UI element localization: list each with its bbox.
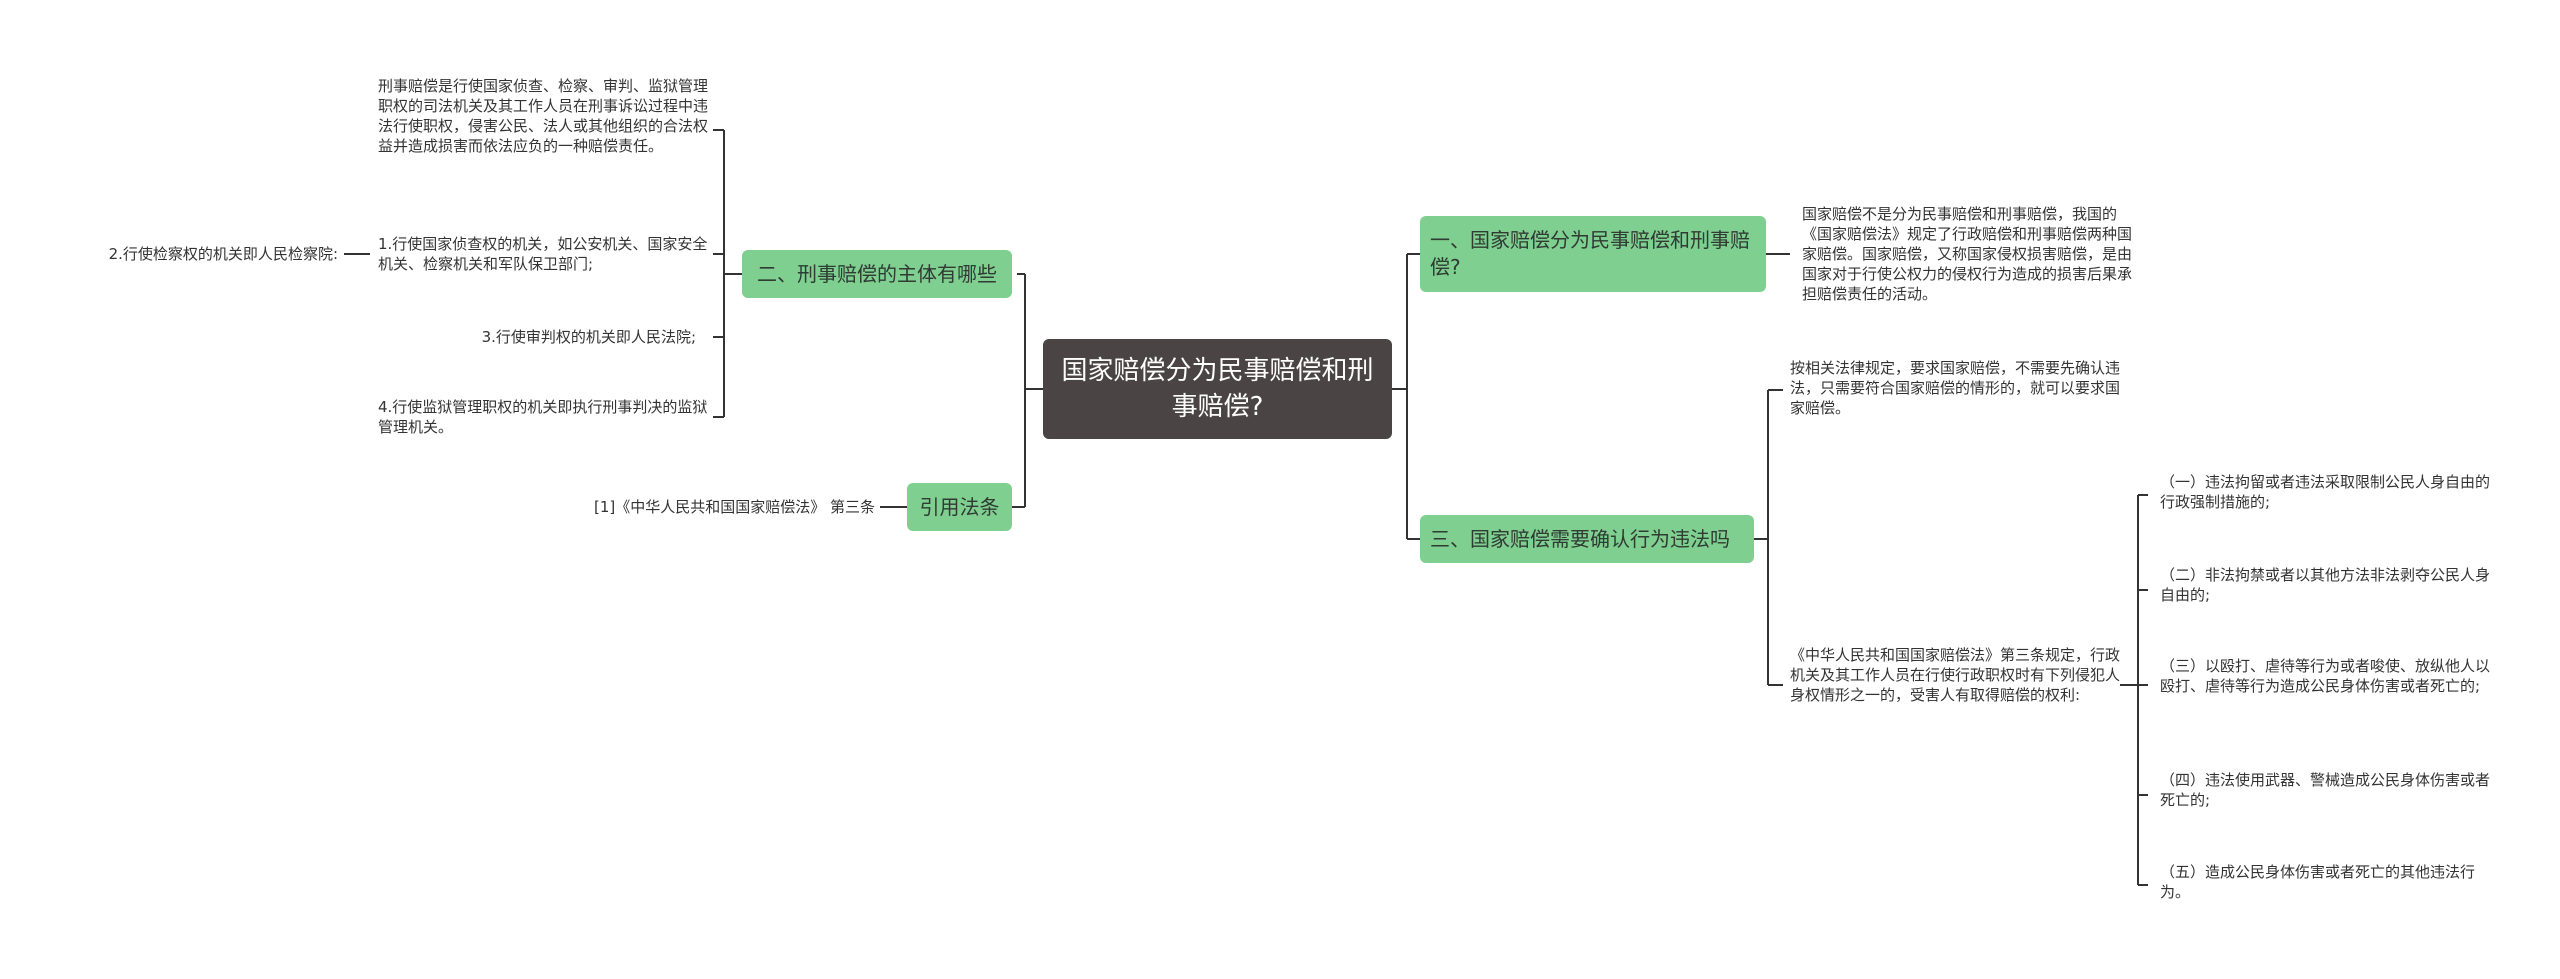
- leaf-item3-text: 3.行使审判权的机关即人民法院;: [481, 328, 696, 346]
- leaf-law-note: 按相关法律规定，要求国家赔偿，不需要先确认违法，只需要符合国家赔偿的情形的，就可…: [1790, 358, 2120, 418]
- leaf-law-note-text: 按相关法律规定，要求国家赔偿，不需要先确认违法，只需要符合国家赔偿的情形的，就可…: [1790, 359, 2121, 417]
- leaf-item1-text: 1.行使国家侦查权的机关，如公安机关、国家安全机关、检察机关和军队保卫部门;: [378, 235, 708, 273]
- leaf-item2: 2.行使检察权的机关即人民检察院:: [20, 244, 338, 264]
- leaf-one-desc-text: 国家赔偿不是分为民事赔偿和刑事赔偿，我国的《国家赔偿法》规定了行政赔偿和刑事赔偿…: [1802, 205, 2133, 303]
- leaf-case-3-text: （三）以殴打、虐待等行为或者唆使、放纵他人以殴打、虐待等行为造成公民身体伤害或者…: [2160, 657, 2491, 695]
- leaf-case-5: （五）造成公民身体伤害或者死亡的其他违法行为。: [2160, 862, 2490, 902]
- leaf-item4-text: 4.行使监狱管理职权的机关即执行刑事判决的监狱管理机关。: [378, 398, 708, 436]
- link-three-leaves: [1754, 389, 1783, 686]
- leaf-definition: 刑事赔偿是行使国家侦查、检察、审判、监狱管理职权的司法机关及其工作人员在刑事诉讼…: [378, 76, 708, 156]
- link-article3-cases: [2120, 494, 2148, 886]
- leaf-definition-text: 刑事赔偿是行使国家侦查、检察、审判、监狱管理职权的司法机关及其工作人员在刑事诉讼…: [378, 77, 709, 155]
- branch-one[interactable]: 一、国家赔偿分为民事赔偿和刑事赔偿?: [1420, 216, 1766, 292]
- link-subject-leaves: [713, 129, 742, 418]
- branch-citation[interactable]: 引用法条: [907, 483, 1012, 531]
- leaf-case-2: （二）非法拘禁或者以其他方法非法剥夺公民人身自由的;: [2160, 565, 2490, 605]
- leaf-case-2-text: （二）非法拘禁或者以其他方法非法剥夺公民人身自由的;: [2160, 566, 2491, 604]
- leaf-item1: 1.行使国家侦查权的机关，如公安机关、国家安全机关、检察机关和军队保卫部门;: [378, 234, 708, 274]
- leaf-citation-ref: [1]《中华人民共和国国家赔偿法》 第三条: [520, 497, 875, 517]
- root-topic[interactable]: 国家赔偿分为民事赔偿和刑事赔偿?: [1043, 339, 1392, 439]
- branch-three-title: 三、国家赔偿需要确认行为违法吗: [1430, 526, 1730, 551]
- leaf-article3: 《中华人民共和国国家赔偿法》第三条规定，行政机关及其工作人员在行使行政职权时有下…: [1790, 645, 2120, 705]
- branch-three[interactable]: 三、国家赔偿需要确认行为违法吗: [1420, 515, 1754, 563]
- leaf-case-1: （一）违法拘留或者违法采取限制公民人身自由的行政强制措施的;: [2160, 472, 2490, 512]
- leaf-item3: 3.行使审判权的机关即人民法院;: [378, 327, 696, 347]
- leaf-case-4-text: （四）违法使用武器、警械造成公民身体伤害或者死亡的;: [2160, 771, 2491, 809]
- leaf-one-desc: 国家赔偿不是分为民事赔偿和刑事赔偿，我国的《国家赔偿法》规定了行政赔偿和刑事赔偿…: [1802, 204, 2132, 304]
- link-root-right: [1392, 253, 1420, 540]
- branch-subject[interactable]: 二、刑事赔偿的主体有哪些: [742, 250, 1012, 298]
- leaf-item4: 4.行使监狱管理职权的机关即执行刑事判决的监狱管理机关。: [378, 397, 708, 437]
- branch-subject-title: 二、刑事赔偿的主体有哪些: [757, 261, 997, 286]
- leaf-case-3: （三）以殴打、虐待等行为或者唆使、放纵他人以殴打、虐待等行为造成公民身体伤害或者…: [2160, 656, 2490, 696]
- link-root-left: [1012, 273, 1043, 508]
- leaf-case-5-text: （五）造成公民身体伤害或者死亡的其他违法行为。: [2160, 863, 2476, 901]
- branch-citation-title: 引用法条: [919, 494, 1000, 519]
- branch-one-title: 一、国家赔偿分为民事赔偿和刑事赔偿?: [1430, 228, 1750, 279]
- root-title: 国家赔偿分为民事赔偿和刑事赔偿?: [1061, 356, 1374, 422]
- leaf-case-4: （四）违法使用武器、警械造成公民身体伤害或者死亡的;: [2160, 770, 2490, 810]
- leaf-article3-text: 《中华人民共和国国家赔偿法》第三条规定，行政机关及其工作人员在行使行政职权时有下…: [1790, 646, 2121, 704]
- leaf-citation-ref-text: [1]《中华人民共和国国家赔偿法》 第三条: [593, 498, 875, 516]
- leaf-case-1-text: （一）违法拘留或者违法采取限制公民人身自由的行政强制措施的;: [2160, 473, 2491, 511]
- leaf-item2-text: 2.行使检察权的机关即人民检察院:: [108, 245, 338, 263]
